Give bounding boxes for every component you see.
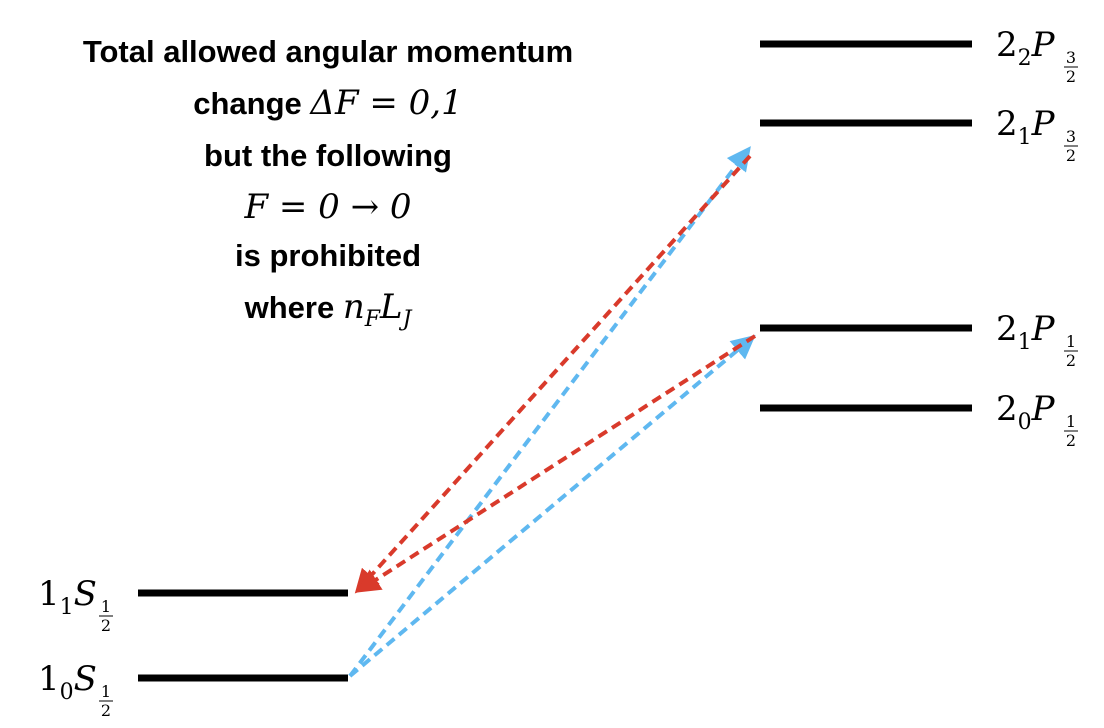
label-j-denominator: 2 [1066,146,1076,165]
label-j-numerator: 1 [101,597,111,616]
description-line-1: Total allowed angular momentum [83,34,573,69]
label-letter: P [1031,389,1056,429]
description-line-2: change ΔF = 0,1 [193,83,462,123]
label-f: 1 [1018,330,1032,355]
level-label-1-0-s-1-2: 10S 1 2 [38,659,113,720]
notation-n-subscript: F [364,307,381,332]
label-j-numerator: 1 [1066,412,1076,431]
label-letter: S [74,574,97,614]
description-line-6-prefix: where [244,290,343,325]
description-block: Total allowed angular momentum change ΔF… [83,34,573,332]
transition-arrow-red-from-2-1-p-1-2 [355,334,757,593]
label-j-numerator: 3 [1066,48,1076,67]
label-j-denominator: 2 [1066,431,1076,450]
lower-level-labels: 11S 1 2 10S 1 2 [38,574,113,720]
svg-text:21P: 21P [996,104,1056,150]
notation-n: n [343,287,365,327]
description-line-5: is prohibited [235,238,421,273]
transition-arrow-red-from-2-1-p-3-2 [354,154,752,594]
description-line-3: but the following [204,138,452,173]
svg-text:20P: 20P [996,389,1056,435]
label-n: 2 [996,104,1018,144]
label-f: 2 [1018,46,1032,71]
transition-arrow-blue-to-2-1-p-3-2 [348,146,751,678]
upper-level-labels: 22P 3 2 21P 3 2 21P 1 2 [996,25,1078,450]
label-j-denominator: 2 [1066,67,1076,86]
description-line-6: where nFLJ [244,287,413,332]
label-j-denominator: 2 [1066,351,1076,370]
label-n: 1 [38,574,60,614]
label-letter: P [1031,309,1056,349]
label-f: 0 [1018,410,1032,435]
label-j-numerator: 3 [1066,127,1076,146]
level-label-2-1-p-3-2: 21P 3 2 [996,104,1078,165]
label-j-denominator: 2 [101,701,111,720]
description-line-2-prefix: change [193,86,310,121]
transition-arrow-blue-to-2-1-p-1-2 [348,334,756,678]
label-j-denominator: 2 [101,616,111,635]
label-f: 1 [1018,125,1032,150]
label-f: 1 [60,595,74,620]
notation-l-subscript: J [399,307,413,332]
label-letter: P [1031,25,1056,65]
label-j-numerator: 1 [101,682,111,701]
label-letter: P [1031,104,1056,144]
svg-text:10S: 10S [38,659,97,705]
level-label-1-1-s-1-2: 11S 1 2 [38,574,113,635]
label-f: 0 [60,680,74,705]
label-n: 2 [996,25,1018,65]
level-label-2-1-p-1-2: 21P 1 2 [996,309,1078,370]
transitions [348,146,757,678]
lower-levels [138,589,348,682]
level-label-2-2-p-3-2: 22P 3 2 [996,25,1078,86]
label-n: 2 [996,389,1018,429]
svg-text:22P: 22P [996,25,1056,71]
delta-f-formula: ΔF = 0,1 [308,83,462,123]
level-label-2-0-p-1-2: 20P 1 2 [996,389,1078,450]
svg-text:11S: 11S [38,574,97,620]
label-n: 1 [38,659,60,699]
notation-l: L [379,287,403,327]
prohibited-transition-formula: F = 0 → 0 [243,187,411,227]
label-n: 2 [996,309,1018,349]
svg-text:21P: 21P [996,309,1056,355]
label-letter: S [74,659,97,699]
label-j-numerator: 1 [1066,332,1076,351]
upper-levels [760,40,972,412]
